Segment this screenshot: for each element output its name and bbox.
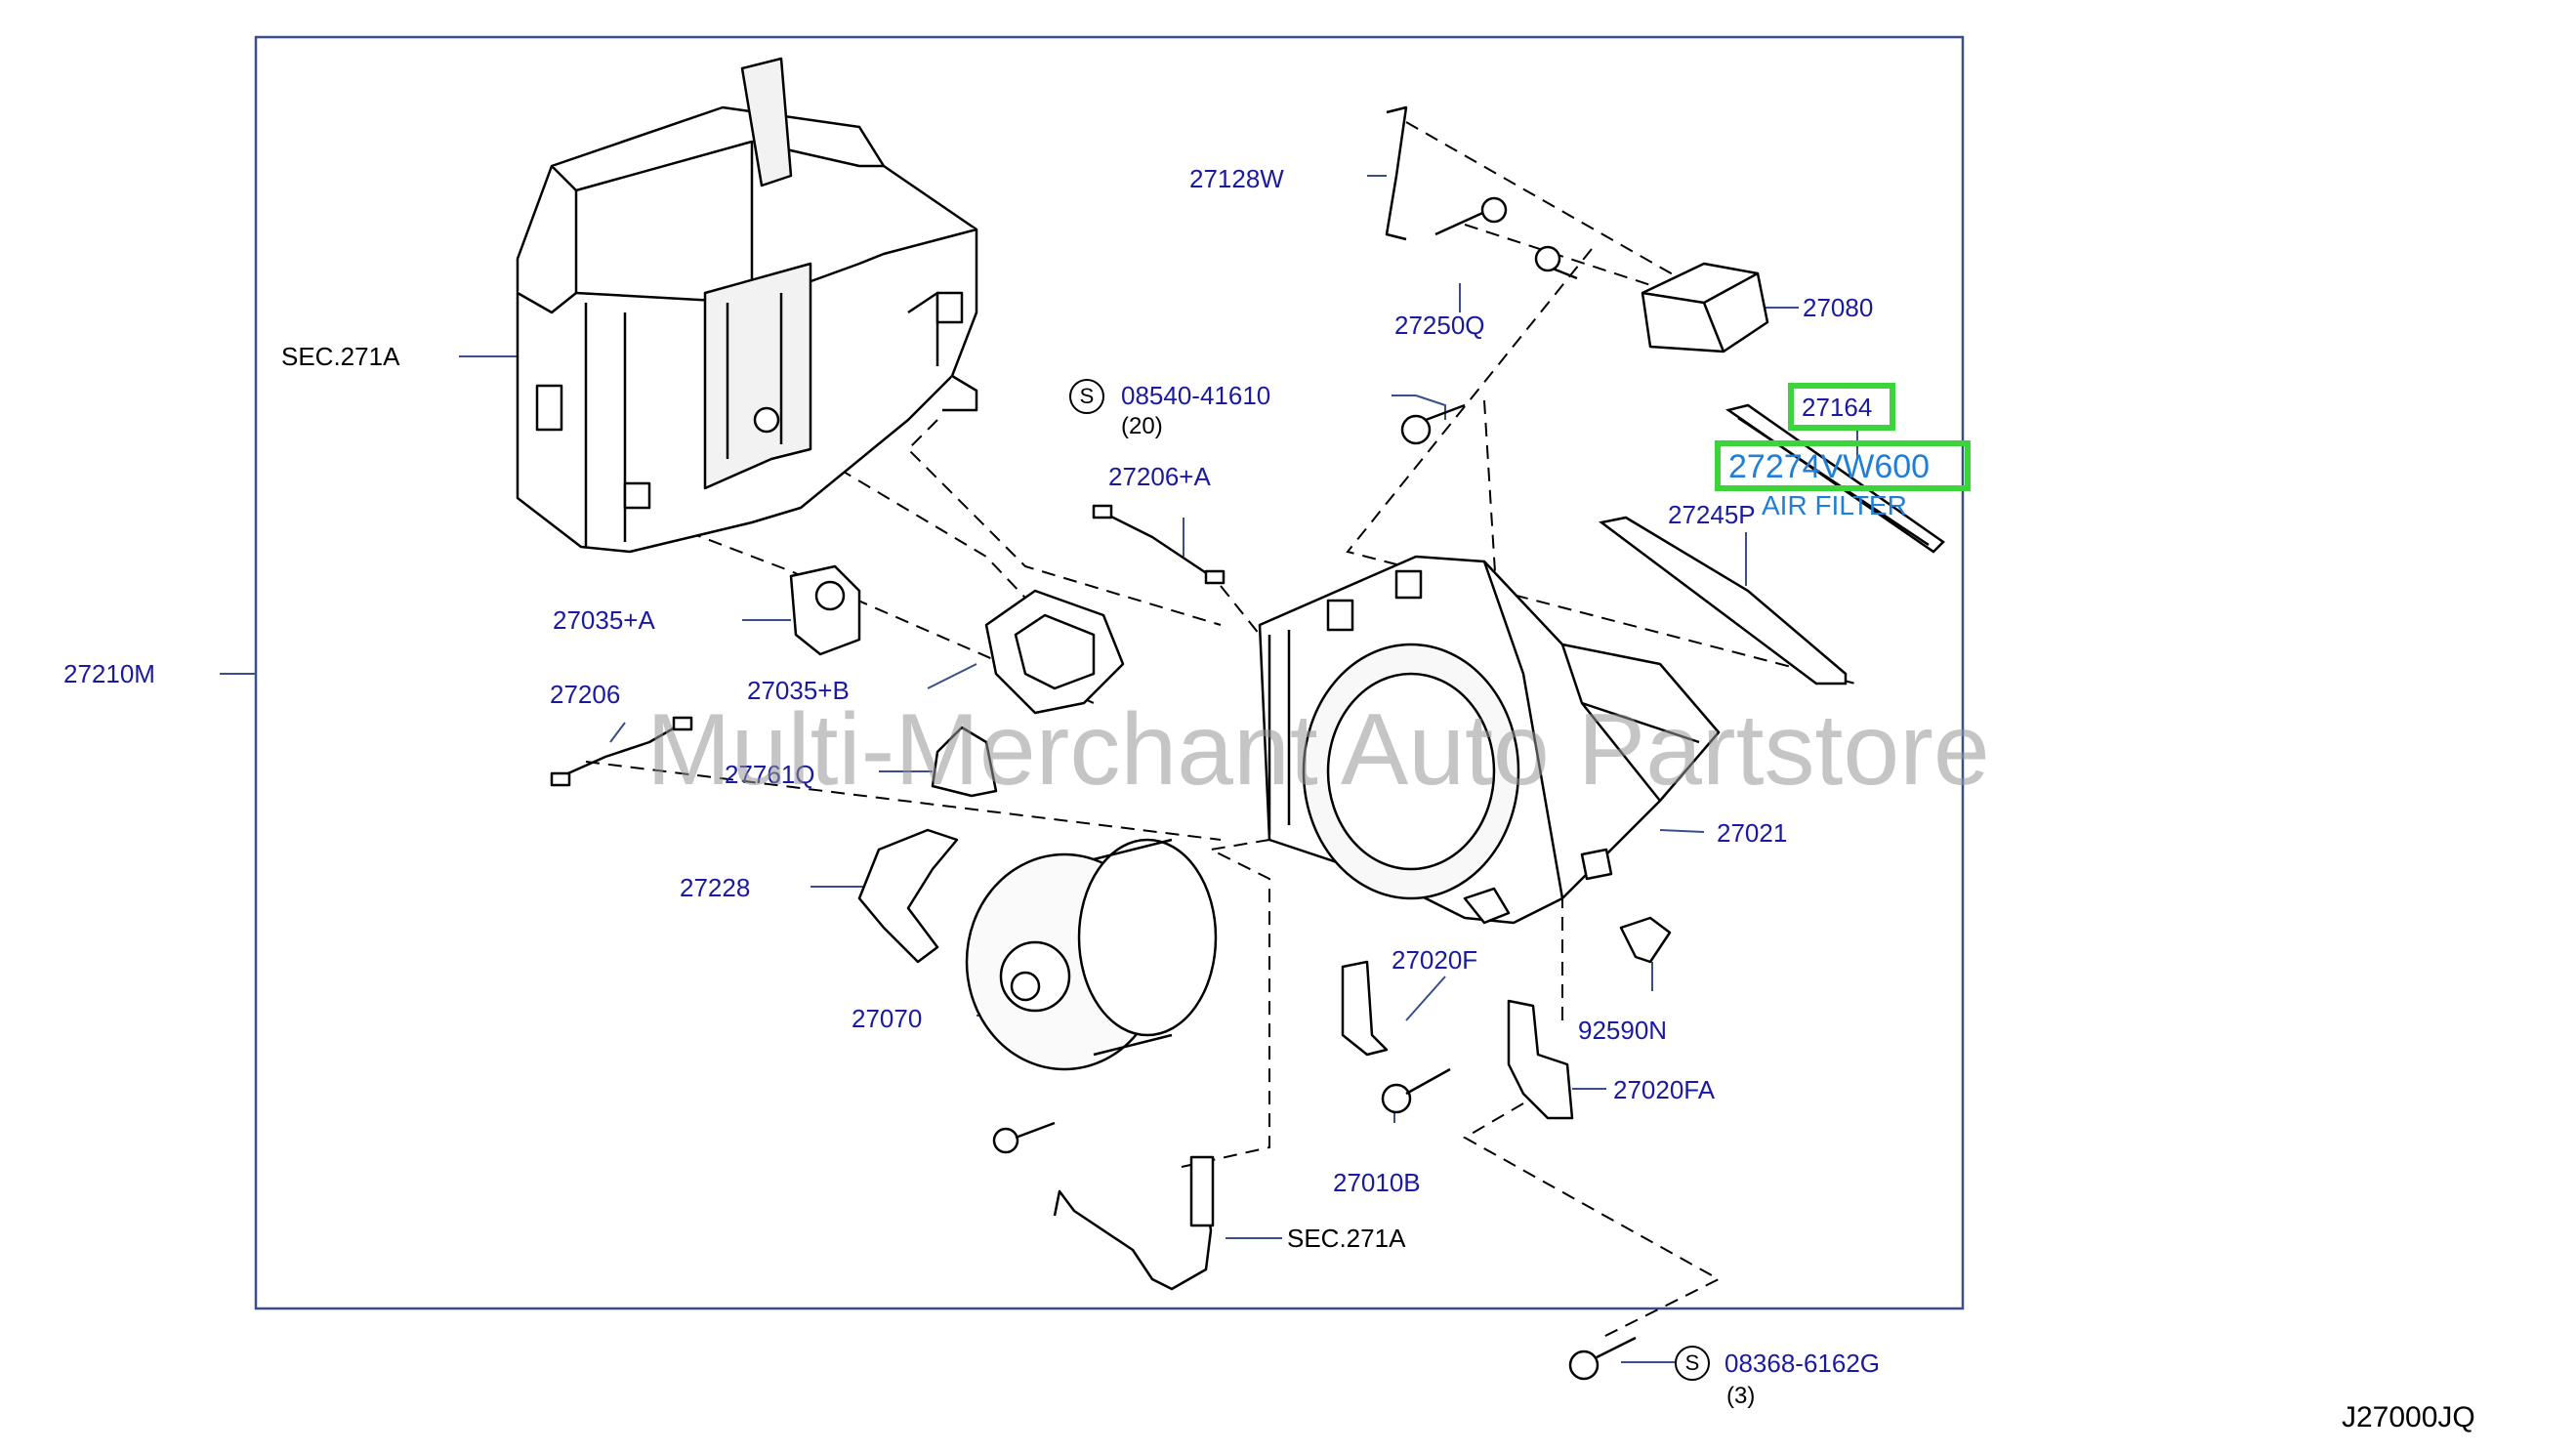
callout-27010b[interactable]: 27010B [1333, 1168, 1421, 1197]
highlight-caption: AIR FILTER [1762, 490, 1907, 520]
callout-27228[interactable]: 27228 [680, 873, 751, 902]
highlight-part-ref[interactable]: 27274VW600 [1728, 448, 1931, 485]
callout-27206a[interactable]: 27206+A [1108, 462, 1211, 491]
callout-08540-41610[interactable]: 08540-41610 [1121, 381, 1271, 410]
filter-frame-drawing [1599, 516, 1848, 685]
callout-27035a[interactable]: 27035+A [553, 605, 655, 635]
callout-27245p[interactable]: 27245P [1668, 500, 1756, 529]
callout-27761q[interactable]: 27761Q [725, 760, 815, 789]
highlight-box-27274vw600 [1715, 440, 1971, 491]
callout-27020f[interactable]: 27020F [1392, 945, 1478, 975]
callout-27128w[interactable]: 27128W [1189, 164, 1284, 193]
callout-08368-6162g[interactable]: 08368-6162G [1724, 1349, 1881, 1378]
callout-27021[interactable]: 27021 [1717, 818, 1788, 848]
callout-sec271a-bottom: SEC.271A [1287, 1224, 1406, 1253]
figure-code: J27000JQ [2342, 1401, 2475, 1433]
callout-27164[interactable]: 27164 [1802, 393, 1873, 422]
standard-part-mark: S [1069, 379, 1104, 414]
quantity-08540: (20) [1121, 413, 1163, 439]
callout-27206[interactable]: 27206 [550, 680, 621, 709]
callout-27035b[interactable]: 27035+B [747, 676, 850, 705]
callout-27080[interactable]: 27080 [1803, 293, 1874, 322]
quantity-08368: (3) [1726, 1383, 1756, 1409]
callout-92590n[interactable]: 92590N [1578, 1016, 1668, 1045]
callout-sec271a-top: SEC.271A [281, 342, 400, 371]
standard-part-mark-2: S [1675, 1346, 1710, 1381]
callout-27070[interactable]: 27070 [852, 1004, 923, 1033]
callout-27020fa[interactable]: 27020FA [1613, 1075, 1716, 1104]
highlight-box-27164 [1788, 383, 1895, 431]
watermark-text: Multi-Merchant Auto Partstore [646, 693, 1990, 807]
resistor-drawing [1385, 105, 1769, 445]
heater-unit-drawing [516, 57, 978, 554]
blower-housing-drawing [1258, 555, 1721, 925]
callout-27210m[interactable]: 27210M [63, 659, 155, 688]
callout-27250q[interactable]: 27250Q [1394, 311, 1485, 340]
small-parts-drawing [550, 504, 1672, 1381]
